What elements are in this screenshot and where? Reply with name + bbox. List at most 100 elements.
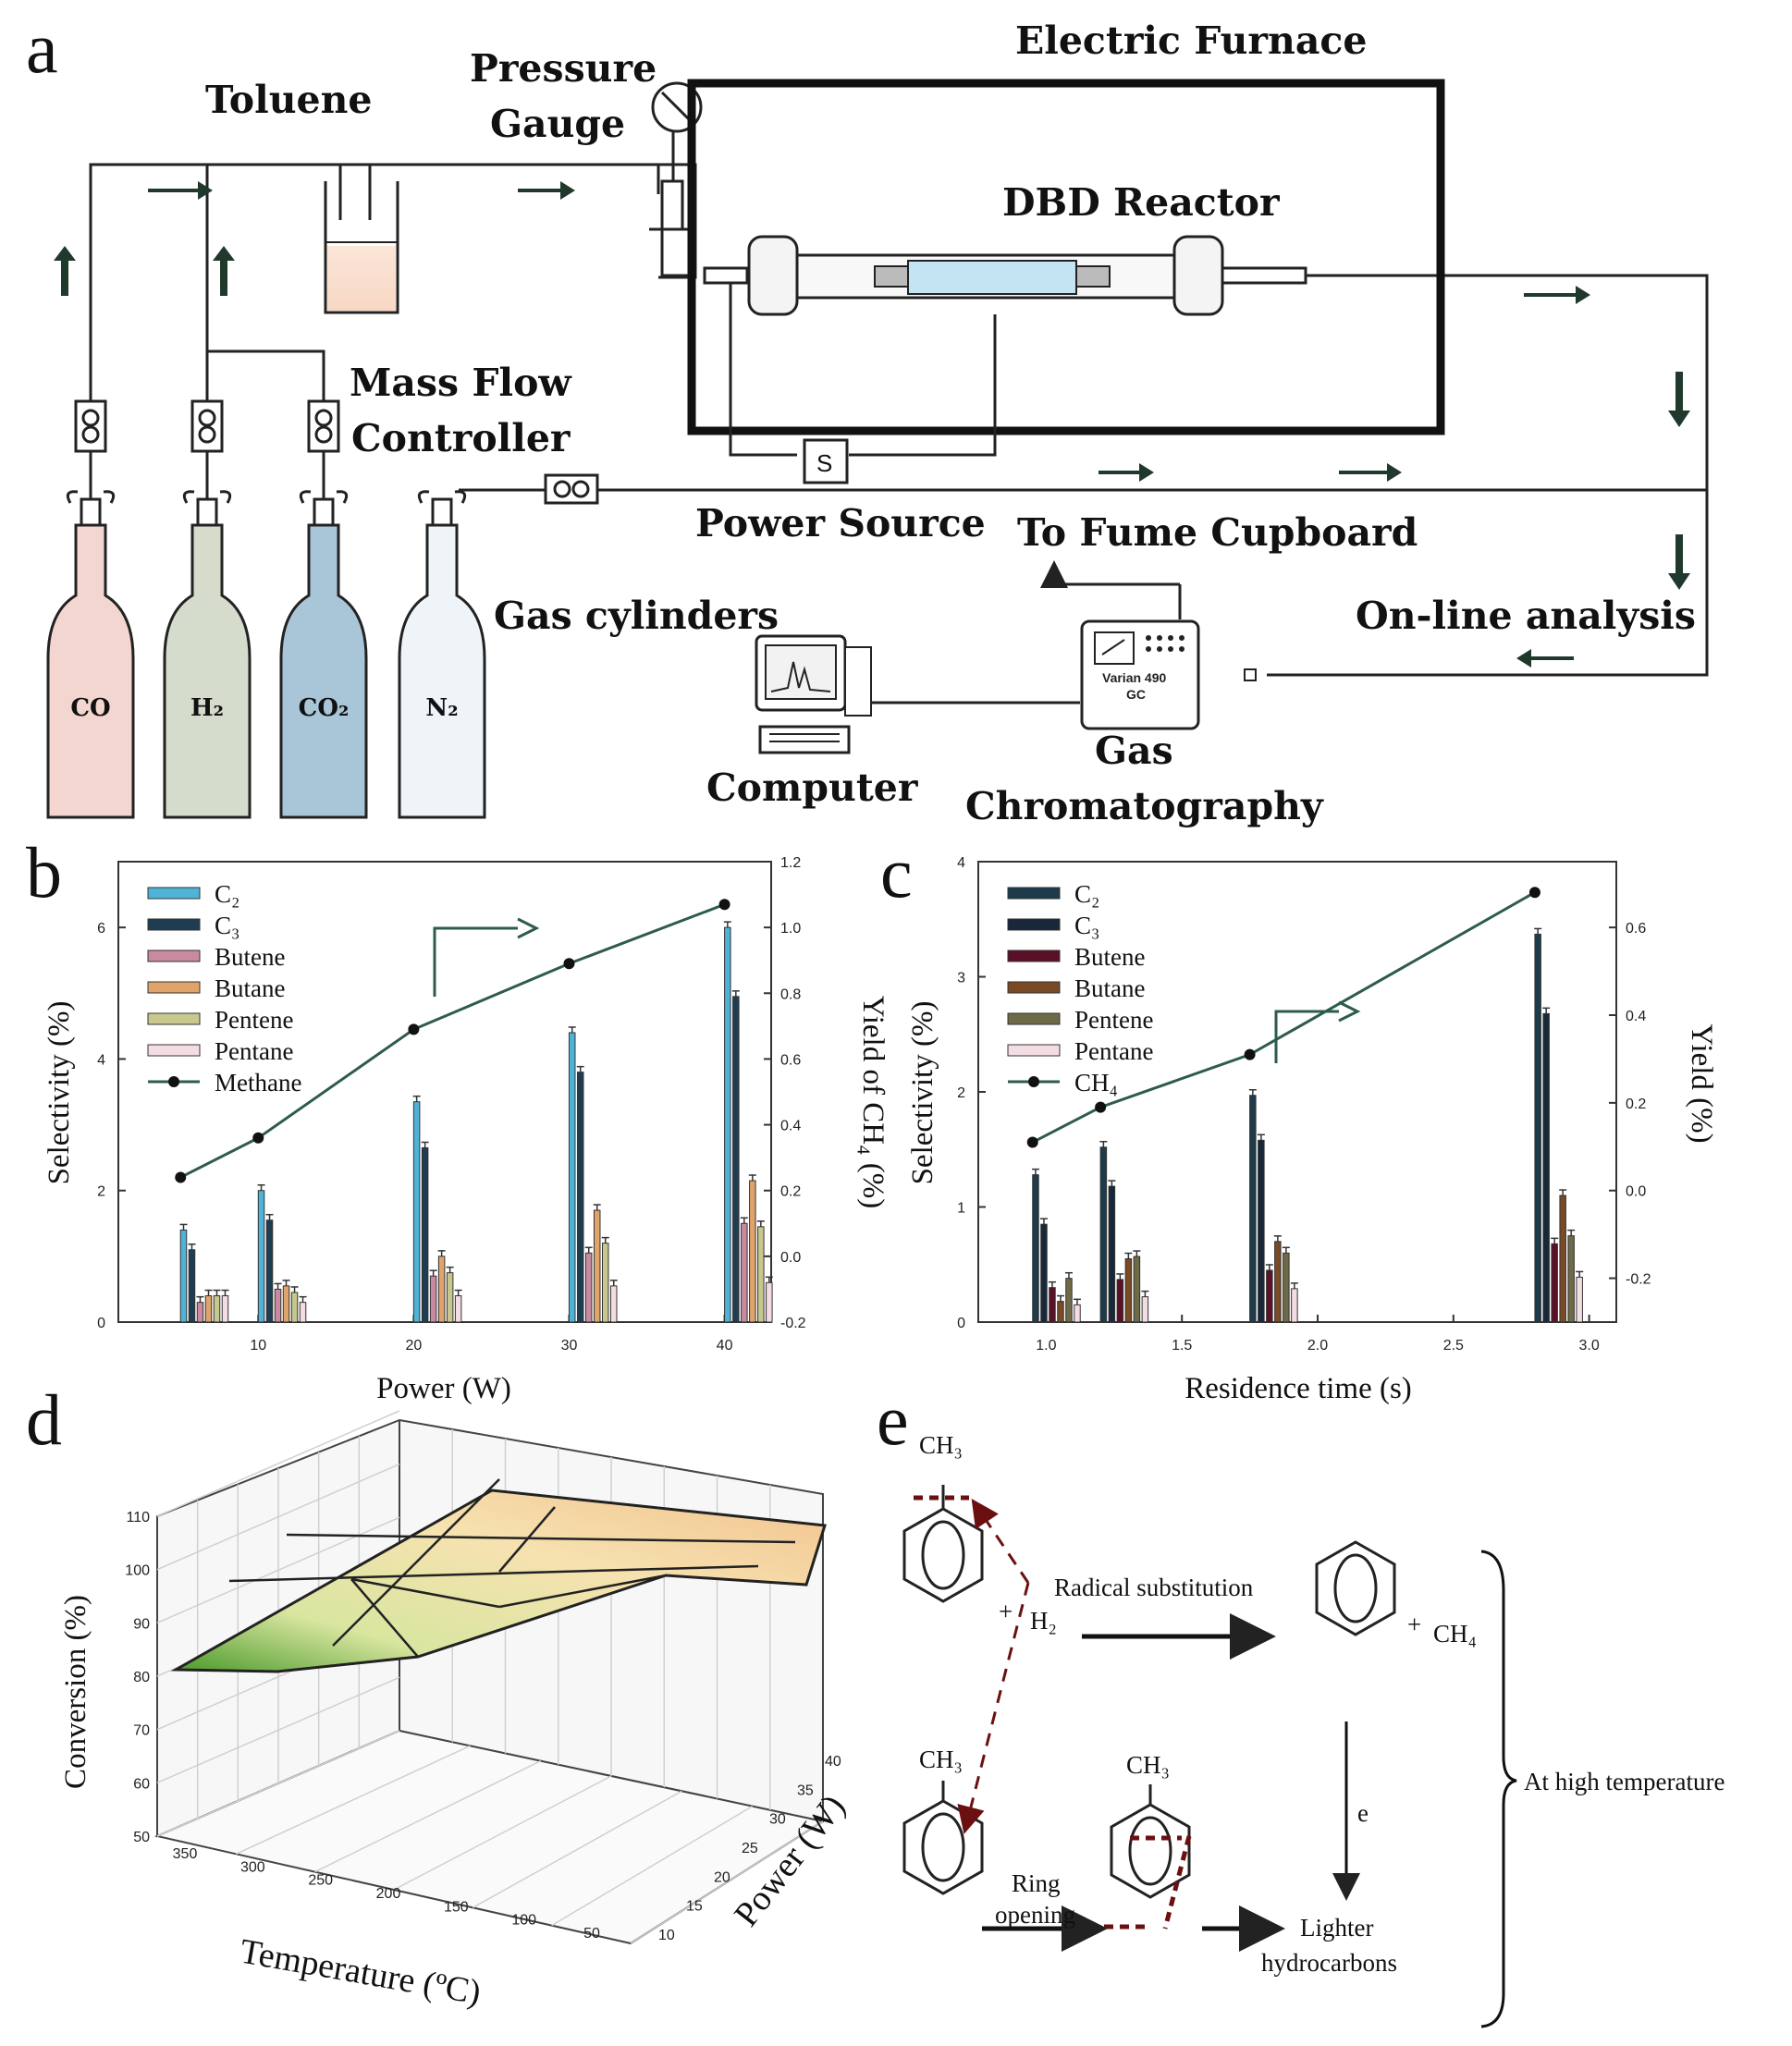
mfc-co-icon bbox=[74, 399, 107, 453]
legend-label: CH₄ bbox=[1074, 1069, 1118, 1097]
xtick-label: 100 bbox=[511, 1913, 536, 1929]
legend-label: C₂ bbox=[1074, 880, 1099, 908]
legend-label: Pentane bbox=[1074, 1037, 1153, 1065]
mass-flow-controllers bbox=[74, 399, 599, 505]
outlet-line bbox=[1267, 274, 1709, 677]
bar bbox=[1258, 1139, 1265, 1323]
benzene-ring-product bbox=[1315, 1540, 1396, 1636]
bar bbox=[257, 1190, 265, 1323]
gas-cylinder-3: N₂ bbox=[398, 490, 486, 819]
computer-icon bbox=[755, 634, 872, 754]
legend-label: Pentene bbox=[215, 1006, 293, 1034]
bar bbox=[213, 1295, 221, 1323]
ytick-label: 4 bbox=[957, 855, 965, 871]
lighter-label-2: hydrocarbons bbox=[1261, 1949, 1397, 1977]
legend-label: C₃ bbox=[215, 912, 239, 939]
co2-line bbox=[207, 349, 325, 407]
bar bbox=[299, 1302, 307, 1323]
legend-label: Methane bbox=[215, 1069, 301, 1097]
plus-sign-2: + bbox=[1407, 1611, 1421, 1638]
cylinder-label: CO bbox=[70, 694, 110, 722]
bar bbox=[1551, 1243, 1558, 1323]
bar bbox=[1124, 1258, 1133, 1323]
bar bbox=[609, 1285, 618, 1323]
bar bbox=[1057, 1301, 1064, 1323]
yield-point bbox=[1095, 1101, 1107, 1113]
bar bbox=[274, 1288, 282, 1323]
legend-swatch bbox=[147, 981, 201, 994]
legend-label: Pentane bbox=[215, 1037, 293, 1065]
mfc-label-1: Mass Flow bbox=[350, 361, 572, 405]
y2label-b: Yield of CH₄ (%) bbox=[856, 996, 890, 1209]
ch3-label-bottom: CH₃ bbox=[919, 1746, 963, 1773]
xtick-label: 1.5 bbox=[1172, 1338, 1192, 1354]
xtick-label: 10 bbox=[250, 1338, 266, 1354]
legend-swatch bbox=[1007, 1012, 1061, 1025]
legend-swatch bbox=[1007, 918, 1061, 931]
y2tick-label: 0.4 bbox=[1626, 1009, 1646, 1024]
bar bbox=[766, 1281, 773, 1323]
bar bbox=[1283, 1252, 1290, 1323]
bar bbox=[421, 1146, 429, 1323]
y2tick-label: 0.6 bbox=[780, 1052, 801, 1068]
bar bbox=[1542, 1012, 1550, 1323]
gc-label-1: Gas bbox=[1095, 729, 1173, 773]
mfc-h2-icon bbox=[190, 399, 224, 453]
power-source: S bbox=[803, 438, 849, 484]
yield-point bbox=[1026, 1136, 1038, 1148]
ztick-label: 100 bbox=[125, 1563, 150, 1579]
yield-point bbox=[1528, 887, 1540, 899]
xtick-label: 300 bbox=[240, 1859, 265, 1875]
ytick-label: 3 bbox=[957, 971, 965, 986]
bar bbox=[446, 1272, 454, 1323]
bar bbox=[282, 1285, 290, 1323]
legend-swatch bbox=[147, 949, 201, 962]
toluene-ring-opening bbox=[1110, 1784, 1191, 1899]
ylabel-d: Conversion (%) bbox=[59, 1595, 92, 1789]
gc-device-label-1: Varian 490 bbox=[1102, 670, 1166, 685]
ylabel-c: Selectivity (%) bbox=[906, 1001, 939, 1185]
xtick-label: 350 bbox=[173, 1846, 198, 1862]
legend-label: C₂ bbox=[215, 880, 239, 908]
right-axis-arrow-b bbox=[433, 926, 518, 997]
bar bbox=[576, 1072, 584, 1323]
yield-point bbox=[563, 958, 575, 970]
yield-point bbox=[718, 899, 730, 911]
bar bbox=[1567, 1235, 1575, 1323]
fume-cupboard-label: To Fume Cupboard bbox=[1017, 510, 1418, 555]
h2-label: H₂ bbox=[1030, 1607, 1057, 1635]
bar bbox=[1291, 1288, 1298, 1323]
power-source-label: Power Source bbox=[695, 501, 986, 545]
benzene-rings bbox=[902, 1485, 1396, 1899]
bar bbox=[724, 926, 731, 1323]
bar bbox=[1249, 1095, 1257, 1323]
y2tick-label: 1.2 bbox=[780, 855, 801, 871]
bar bbox=[732, 996, 740, 1323]
lighter-label-1: Lighter bbox=[1300, 1914, 1373, 1942]
y2tick-label: -0.2 bbox=[1626, 1272, 1651, 1288]
bar bbox=[1141, 1296, 1149, 1323]
xtick-label: 1.0 bbox=[1036, 1338, 1056, 1354]
cylinder-label: H₂ bbox=[190, 694, 224, 722]
legend-swatch bbox=[1007, 1044, 1061, 1057]
y2tick-label: 0.8 bbox=[780, 986, 801, 1002]
ytick-label: 4 bbox=[97, 1052, 105, 1068]
ytick-label: 2 bbox=[97, 1184, 105, 1200]
toluene-label: Toluene bbox=[205, 78, 373, 122]
yield-line bbox=[1032, 890, 1536, 1144]
bar bbox=[179, 1229, 188, 1323]
yield-point bbox=[1244, 1048, 1256, 1060]
xtick-label: 2.5 bbox=[1443, 1338, 1464, 1354]
bar bbox=[454, 1295, 462, 1323]
ytick-label: 0 bbox=[957, 1316, 965, 1331]
legend-label: Pentene bbox=[1074, 1006, 1153, 1034]
cylinder-label: CO₂ bbox=[299, 694, 350, 722]
panel-label-a: a bbox=[26, 7, 58, 88]
high-temperature-label: At high temperature bbox=[1524, 1768, 1724, 1795]
radical-substitution-label: Radical substitution bbox=[1054, 1574, 1254, 1601]
bar bbox=[265, 1219, 274, 1323]
electric-furnace-label: Electric Furnace bbox=[1015, 18, 1367, 63]
legend-swatch bbox=[1007, 981, 1061, 994]
